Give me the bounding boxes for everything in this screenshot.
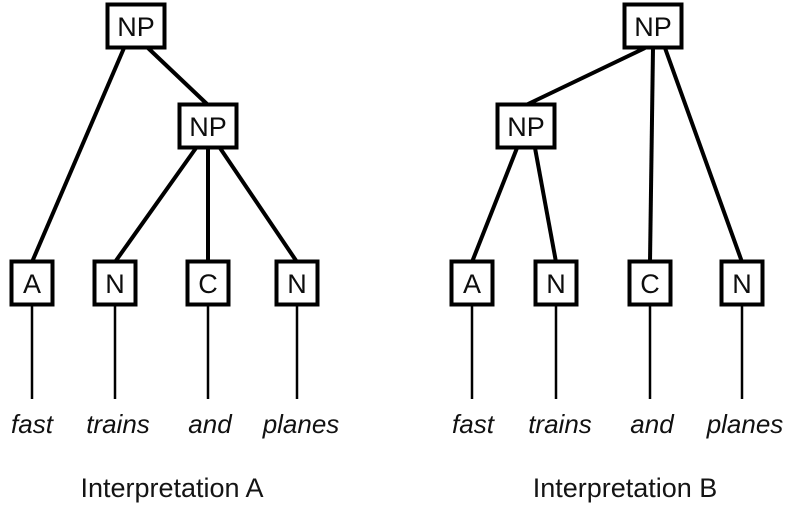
tree-branch bbox=[146, 46, 210, 107]
tree-branch bbox=[533, 147, 558, 263]
leaf-word: fast bbox=[452, 409, 496, 439]
node-label: N bbox=[105, 269, 125, 299]
node-box-n bbox=[92, 259, 138, 307]
tree-branch bbox=[218, 146, 299, 264]
node-box-np bbox=[177, 102, 239, 150]
node-label: NP bbox=[634, 12, 672, 42]
node-box-c bbox=[185, 259, 231, 307]
leaf-word: planes bbox=[262, 409, 340, 439]
tree-caption: Interpretation B bbox=[533, 473, 718, 503]
leaf-word: fast bbox=[11, 409, 55, 439]
tree-branch bbox=[30, 47, 126, 263]
node-label: A bbox=[23, 269, 41, 299]
tree-branch bbox=[663, 47, 744, 263]
tree-branch bbox=[470, 147, 519, 263]
node-label: A bbox=[463, 269, 481, 299]
tree-caption: Interpretation A bbox=[80, 473, 263, 503]
node-box-n bbox=[274, 259, 320, 307]
node-label: C bbox=[640, 269, 660, 299]
tree-branch bbox=[113, 146, 198, 264]
node-label: NP bbox=[189, 112, 227, 142]
tree-branch bbox=[648, 47, 655, 263]
node-label: C bbox=[198, 269, 218, 299]
leaf-word: and bbox=[630, 409, 675, 439]
node-label: N bbox=[287, 269, 307, 299]
leaf-word: planes bbox=[706, 409, 784, 439]
node-box-n bbox=[719, 259, 765, 307]
leaf-word: trains bbox=[86, 409, 150, 439]
node-box-np bbox=[622, 2, 684, 50]
tree-branch bbox=[525, 46, 646, 107]
node-box-n bbox=[533, 259, 579, 307]
node-box-c bbox=[627, 259, 673, 307]
node-label: N bbox=[546, 269, 566, 299]
node-label: N bbox=[732, 269, 752, 299]
leaf-word: and bbox=[188, 409, 233, 439]
node-label: NP bbox=[507, 112, 545, 142]
leaf-word: trains bbox=[528, 409, 592, 439]
node-box-a bbox=[449, 259, 495, 307]
node-box-a bbox=[9, 259, 55, 307]
node-label: NP bbox=[117, 12, 155, 42]
node-box-np bbox=[105, 2, 167, 50]
node-box-np bbox=[495, 102, 557, 150]
